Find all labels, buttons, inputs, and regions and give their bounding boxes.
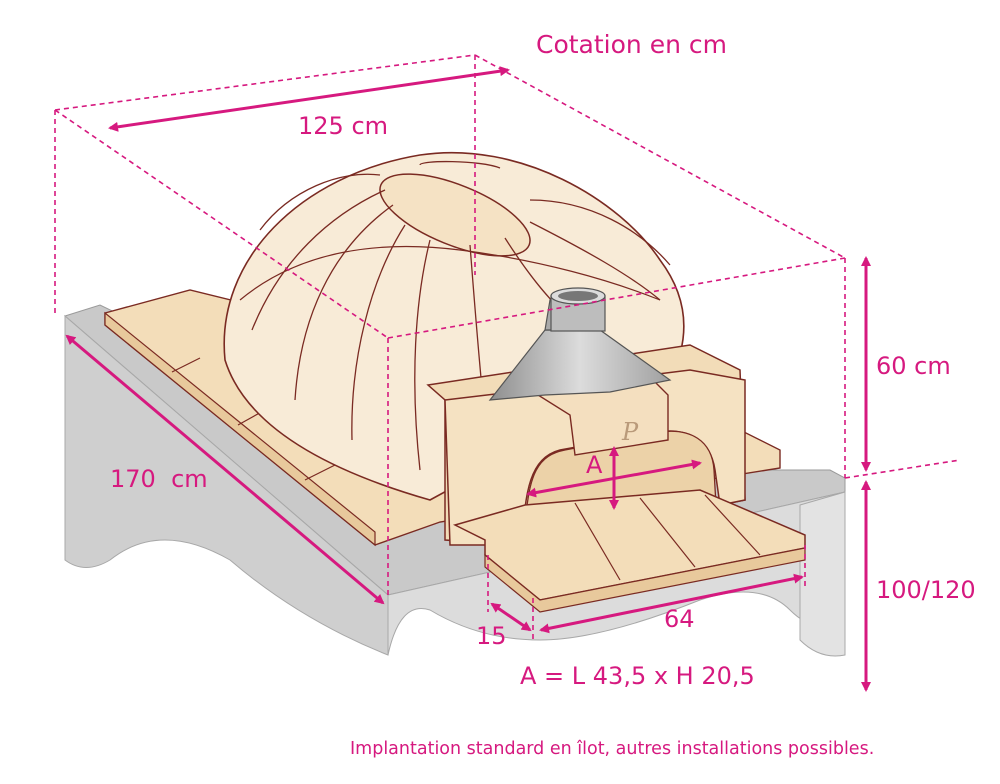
door-offset-label: 15: [476, 622, 507, 650]
door-width-arrow: [539, 573, 804, 634]
opening-marker-label: A: [586, 451, 603, 479]
opening-size-label: A = L 43,5 x H 20,5: [520, 662, 755, 690]
dimension-arrows: [65, 66, 871, 692]
diagram-title: Cotation en cm: [536, 30, 727, 59]
dome-height-label: 60 cm: [876, 352, 951, 380]
depth-arrow: [65, 334, 385, 605]
base-height-label: 100/120: [876, 576, 976, 604]
door-width-label: 64: [664, 605, 695, 633]
width-label: 125 cm: [298, 112, 388, 140]
depth-label: 170 cm: [110, 465, 208, 493]
width-arrow: [108, 66, 510, 132]
door-offset-arrow: [490, 602, 532, 632]
footnote: Implantation standard en îlot, autres in…: [350, 739, 874, 759]
oven-logo: P: [621, 418, 639, 446]
